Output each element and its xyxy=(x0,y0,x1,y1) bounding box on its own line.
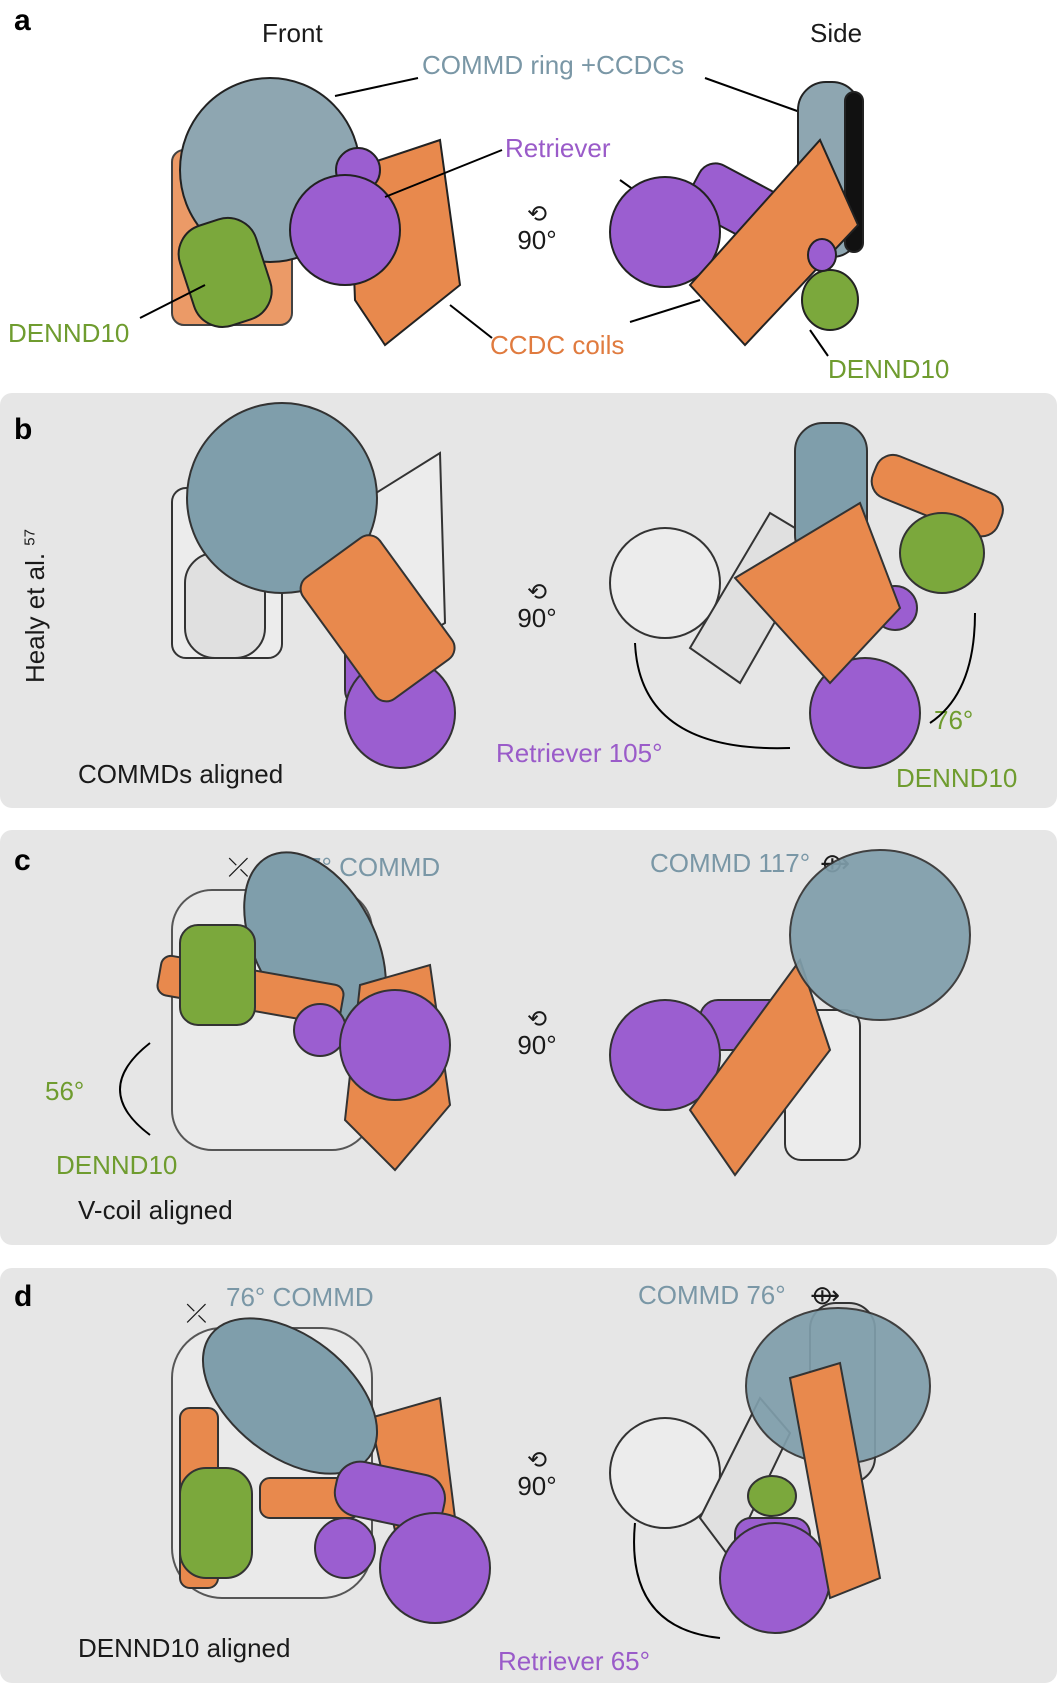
alignment-label: DENND10 aligned xyxy=(78,1633,291,1663)
dennd10-leader-side xyxy=(809,329,829,357)
panel-letter: b xyxy=(14,413,33,446)
commd-leader xyxy=(334,77,419,97)
retriever-body-side xyxy=(609,176,721,288)
dennd10-front-label: DENND10 xyxy=(8,318,130,348)
dennd10-side xyxy=(747,1475,797,1517)
rotation-indicator: ⟲ 90° xyxy=(502,579,572,634)
ccdc-coil-side xyxy=(788,1361,882,1600)
retriever-body xyxy=(289,174,401,286)
axis-rotate-icon: ⤫ xyxy=(186,1298,207,1328)
panel-d-models xyxy=(171,1302,931,1639)
front-model xyxy=(156,851,452,1172)
retriever-body-side xyxy=(719,1522,831,1634)
rotation-label: 90° xyxy=(517,603,557,633)
dennd10-body xyxy=(177,216,273,328)
rotation-indicator: ⟲ 90° xyxy=(502,201,572,256)
panel-b-models xyxy=(171,402,1004,769)
rotate-arrow-icon: ⟲ xyxy=(526,1447,548,1474)
retriever-label: Retriever xyxy=(505,133,611,163)
ccdc-coil-side xyxy=(688,138,860,347)
retriever-leader xyxy=(384,149,503,198)
front-model xyxy=(171,402,456,769)
panel-letter: d xyxy=(14,1280,33,1313)
panel-c-models xyxy=(119,849,971,1177)
dennd10-angle-arc xyxy=(929,612,976,724)
alignment-label: COMMDs aligned xyxy=(78,759,284,789)
commd-ring xyxy=(186,402,378,594)
dennd10-leader xyxy=(139,284,206,319)
front-heading: Front xyxy=(262,18,323,48)
front-model xyxy=(171,77,462,347)
axis-rotate-icon: ⤫ xyxy=(228,852,249,882)
rotation-indicator: ⟲ 90° xyxy=(502,1447,572,1502)
panel-letter: c xyxy=(14,844,31,877)
retriever-angle-arc xyxy=(633,1522,721,1639)
ghost-retriever xyxy=(609,527,721,639)
dennd10-side xyxy=(899,512,985,594)
ccdc-leader xyxy=(449,304,493,339)
side-model xyxy=(609,849,971,1177)
rotate-arrow-icon: ⟲ xyxy=(526,201,548,228)
dennd10-side xyxy=(801,269,859,331)
ccdc-coils-label: CCDC coils xyxy=(490,330,625,360)
retriever-small xyxy=(314,1517,376,1579)
dennd10-label: DENND10 xyxy=(896,763,1018,793)
retriever-body-side xyxy=(809,657,921,769)
side-model xyxy=(609,81,864,347)
commd-ring-label: COMMD ring +CCDCs xyxy=(422,50,685,80)
rotation-label: 90° xyxy=(517,1030,557,1060)
side-model xyxy=(609,1302,931,1634)
panel-c: c ⤫ 117° COMMD COMMD 117° ⟴ 56° DENND10 … xyxy=(0,830,1057,1245)
dennd10-body xyxy=(179,1467,253,1579)
retriever-knob xyxy=(807,238,837,272)
commd-side-angle: COMMD 76° xyxy=(638,1280,786,1310)
retriever-body xyxy=(379,1512,491,1624)
dennd10-body xyxy=(179,924,256,1026)
commd-front-angle: 76° COMMD xyxy=(226,1282,374,1312)
panel-letter: a xyxy=(14,4,31,37)
rotation-indicator: ⟲ 90° xyxy=(502,1006,572,1061)
rotate-arrow-icon: ⟲ xyxy=(526,579,548,606)
rotation-label: 90° xyxy=(517,1471,557,1501)
commd-leader-side xyxy=(704,77,801,113)
dennd10-angle-arc xyxy=(119,1042,151,1136)
ccdc-leader-side xyxy=(629,299,701,323)
retriever-angle-label: Retriever 105° xyxy=(496,738,663,768)
panel-d: d ⤫ 76° COMMD COMMD 76° ⟴ DENND10 aligne… xyxy=(0,1268,1057,1683)
ccdc-coil-side xyxy=(733,501,902,685)
retriever-angle-label: Retriever 65° xyxy=(498,1646,651,1676)
dennd10-angle-label: 76° xyxy=(934,705,974,735)
retriever-body xyxy=(339,989,451,1101)
side-heading: Side xyxy=(810,18,863,48)
commd-side-angle: COMMD 117° xyxy=(650,848,811,878)
rotation-label: 90° xyxy=(517,225,557,255)
retriever-small xyxy=(293,1003,347,1057)
panel-a: a Front Side COMMD ring +CCDCs Retriever… xyxy=(0,0,1057,390)
panel-a-models xyxy=(139,77,864,357)
commd-ring-side xyxy=(789,849,971,1021)
retriever-angle-arc xyxy=(634,642,791,750)
side-model xyxy=(609,422,1004,769)
retriever-arm xyxy=(333,1460,446,1531)
commd-ring xyxy=(201,1317,379,1475)
dennd10-label: DENND10 xyxy=(56,1150,178,1180)
ccdc-coil-side xyxy=(688,957,832,1177)
ccdc-coil xyxy=(299,534,456,703)
ghost-retriever xyxy=(609,1417,721,1529)
dennd10-side-label: DENND10 xyxy=(828,354,950,384)
retriever-body-side xyxy=(609,999,721,1111)
alignment-label: V-coil aligned xyxy=(78,1195,233,1225)
front-model xyxy=(171,1317,491,1624)
rotate-arrow-icon: ⟲ xyxy=(526,1006,548,1033)
dennd10-angle-label: 56° xyxy=(45,1076,85,1106)
panel-b: b Healy et al. 57 COMMDs aligned Retriev… xyxy=(0,393,1057,808)
